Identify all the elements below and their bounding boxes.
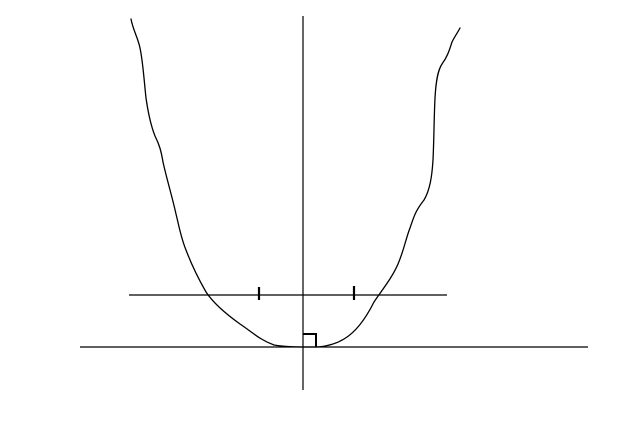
- parabola-curve: [130, 18, 461, 348]
- right-angle-marker: [303, 333, 317, 347]
